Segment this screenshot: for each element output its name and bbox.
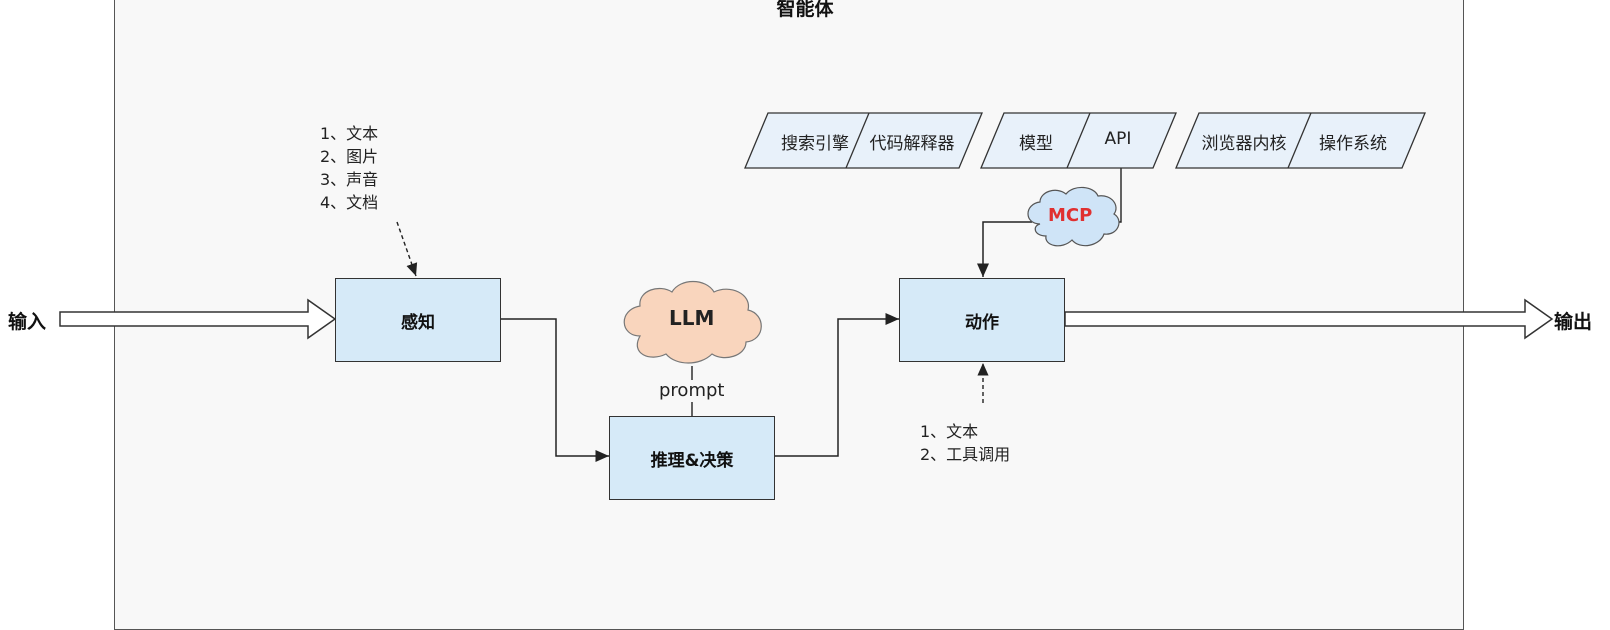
action-output-item: 2、工具调用 <box>920 445 1011 464</box>
input-label: 输入 <box>8 311 47 333</box>
input-arrow <box>59 298 337 340</box>
container-title: 智能体 <box>776 0 834 20</box>
perception-input-item: 3、声音 <box>320 170 379 189</box>
perception-input-item: 4、文档 <box>320 193 379 212</box>
perception-input-item: 2、图片 <box>320 147 379 166</box>
llm-label: LLM <box>669 306 715 330</box>
perception-box: 感知 <box>335 278 501 362</box>
output-arrow <box>1064 298 1554 340</box>
action-output-item: 1、文本 <box>920 422 979 441</box>
perception-to-reasoning-arrow <box>500 318 609 462</box>
mcp-to-action-arrow <box>977 221 1032 277</box>
llm-cloud <box>623 280 762 364</box>
tool-group-3-divider <box>1287 112 1312 169</box>
tool-group-1-divider <box>845 112 870 169</box>
action-outputs-list: 1、文本 2、工具调用 <box>920 420 1010 466</box>
output-label: 输出 <box>1554 311 1593 333</box>
tool-code-interpreter: 代码解释器 <box>869 134 955 154</box>
perception-input-item: 1、文本 <box>320 124 379 143</box>
tool-group-1 <box>744 112 983 169</box>
tool-api: API <box>1104 129 1132 149</box>
tool-operating-system: 操作系统 <box>1319 134 1387 154</box>
reasoning-box: 推理&决策 <box>609 416 775 500</box>
mcp-cloud <box>1027 186 1120 247</box>
tool-search-engine: 搜索引擎 <box>781 134 849 154</box>
prompt-label: prompt <box>659 380 725 401</box>
tool-model: 模型 <box>1019 134 1053 154</box>
reasoning-to-action-arrow <box>774 313 899 457</box>
mcp-label: MCP <box>1048 205 1093 226</box>
tool-group-3 <box>1175 112 1426 169</box>
tool-group-2-divider <box>1066 112 1091 169</box>
action-box: 动作 <box>899 278 1065 362</box>
perception-inputs-arrow <box>396 221 418 277</box>
perception-inputs-list: 1、文本 2、图片 3、声音 4、文档 <box>320 122 378 214</box>
tool-browser-kernel: 浏览器内核 <box>1201 134 1287 154</box>
